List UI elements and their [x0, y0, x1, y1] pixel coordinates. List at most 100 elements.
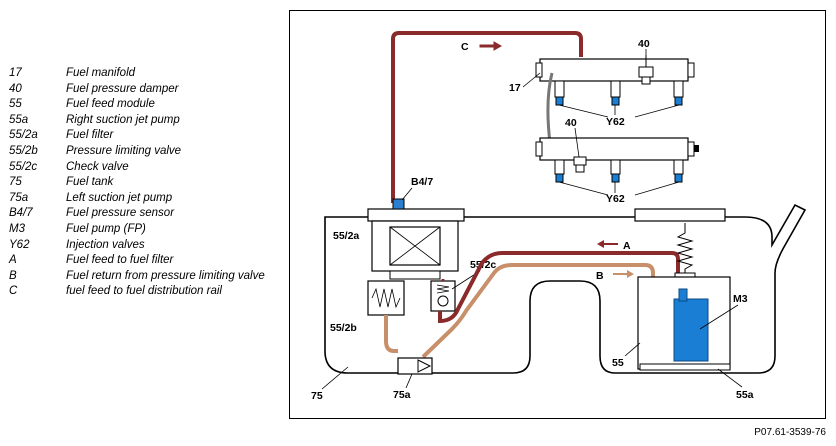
label-17: 17: [509, 82, 521, 94]
legend-code: B4/7: [9, 207, 33, 220]
arrow-c: [479, 41, 503, 51]
label-40-upper: 40: [638, 38, 650, 50]
label-y62-lower: Y62: [606, 193, 625, 205]
injector-lower-3: [673, 159, 684, 183]
legend-code: Y62: [9, 238, 30, 251]
legend-row-a: A Fuel feed to fuel filter: [9, 253, 279, 269]
legend-description: Fuel manifold: [66, 67, 136, 79]
label-y62-upper: Y62: [606, 116, 625, 128]
fuel-system-diagram: C 40 17 Y62 40: [311, 31, 807, 402]
legend-row-75a: 75a Left suction jet pump: [9, 191, 279, 207]
left-suction-jet-pump: [397, 357, 433, 375]
legend-code: 55/2c: [9, 160, 38, 173]
leader-75a: [405, 373, 413, 389]
fuel-manifold-upper: [539, 58, 689, 82]
module-flange-right: [634, 208, 726, 222]
fuel-filter-cross: [389, 226, 441, 266]
module-flange-left: [367, 208, 465, 222]
label-40-lower: 40: [565, 117, 577, 129]
legend-description: Fuel tank: [66, 176, 114, 189]
legend-description: fuel feed to fuel distribution rail: [66, 285, 222, 298]
return-line-b-main: [421, 263, 655, 359]
rail-plug: [694, 145, 699, 152]
leader-75: [321, 366, 349, 390]
arrow-b: [613, 270, 634, 278]
injector-lower-2: [610, 159, 621, 183]
check-valve-ball: [437, 295, 449, 307]
label-75: 75: [311, 390, 323, 402]
injector-upper-3: [673, 80, 684, 106]
legend-description: Fuel feed to fuel filter: [66, 254, 174, 267]
leader-b4-7: [401, 187, 413, 201]
injector-upper-1: [554, 80, 565, 106]
fuel-pump-outlet: [678, 288, 688, 302]
legend-description: Left suction jet pump: [66, 191, 173, 204]
legend-code: B: [9, 269, 17, 282]
rail-crossover-pipe: [546, 72, 554, 144]
label-b: B: [596, 270, 604, 282]
label-55-2b: 55/2b: [330, 322, 357, 334]
pressure-damper-lower: [573, 156, 587, 173]
legend-code: M3: [9, 222, 25, 235]
legend-code: 55/2b: [9, 144, 38, 157]
legend-description: Pressure limiting valve: [66, 144, 182, 157]
legend-code: 75a: [9, 191, 29, 204]
legend-row-b: B Fuel return from pressure limiting valv…: [9, 269, 279, 285]
rail-end-right-lower: [687, 141, 695, 157]
module-spring: [676, 223, 694, 273]
injector-upper-2: [610, 80, 621, 106]
leader-17: [522, 72, 541, 88]
legend-description: Fuel pressure damper: [66, 82, 179, 95]
legend-code: 55/2a: [9, 129, 38, 142]
leader-55: [624, 342, 641, 357]
leader-y62-lower: [558, 181, 680, 196]
legend-code: 40: [9, 82, 22, 95]
label-75a: 75a: [393, 389, 411, 401]
legend-row-55-2c: 55/2c Check valve: [9, 160, 279, 176]
return-line-b: [384, 315, 398, 353]
label-c: C: [461, 41, 469, 53]
legend-code: C: [9, 285, 18, 298]
feed-line-c: [391, 31, 583, 203]
legend-description: Fuel filter: [66, 129, 114, 142]
arrow-a: [597, 240, 618, 248]
diagram-frame: C 40 17 Y62 40: [289, 10, 826, 419]
fuel-filter-base: [389, 270, 441, 280]
label-55a: 55a: [736, 389, 754, 401]
leader-m3: [699, 304, 739, 330]
label-55: 55: [612, 357, 624, 369]
legend-row-m3: M3 Fuel pump (FP): [9, 222, 279, 238]
leader-40-lower: [574, 127, 580, 158]
legend-row-40: 40 Fuel pressure damper: [9, 82, 279, 98]
rail-end-left: [535, 62, 543, 78]
valve-spring-55-2b: [371, 287, 401, 309]
leader-55a: [717, 368, 743, 388]
legend-row-55-2b: 55/2b Pressure limiting valve: [9, 144, 279, 160]
jet-pump-nozzle: [417, 359, 432, 373]
right-suction-jet-pump: [639, 363, 731, 371]
label-m3: M3: [733, 293, 748, 305]
check-valve-spring: [436, 284, 450, 294]
legend-code: 55: [9, 98, 22, 111]
legend-description: Check valve: [66, 160, 129, 173]
legend-code: 17: [9, 67, 22, 79]
legend-code: A: [9, 254, 17, 267]
legend-description: Fuel pressure sensor: [66, 207, 175, 220]
legend: 17 Fuel manifold 40 Fuel pressure damper 5…: [9, 66, 279, 300]
legend-code: 75: [9, 176, 22, 189]
label-b4-7: B4/7: [411, 176, 433, 188]
legend-row-55-2a: 55/2a Fuel filter: [9, 128, 279, 144]
legend-description: Fuel pump (FP): [66, 222, 146, 235]
label-55-2c: 55/2c: [470, 259, 496, 271]
fuel-pump-m3: [673, 298, 709, 362]
legend-row-75: 75 Fuel tank: [9, 175, 279, 191]
feed-line-a: [438, 251, 680, 324]
document-reference: P07.61-3539-76: [754, 427, 826, 438]
legend-row-b4-7: B4/7 Fuel pressure sensor: [9, 206, 279, 222]
legend-description: Fuel return from pressure limiting valve: [66, 269, 265, 282]
b4-7-sensor: [392, 198, 405, 210]
